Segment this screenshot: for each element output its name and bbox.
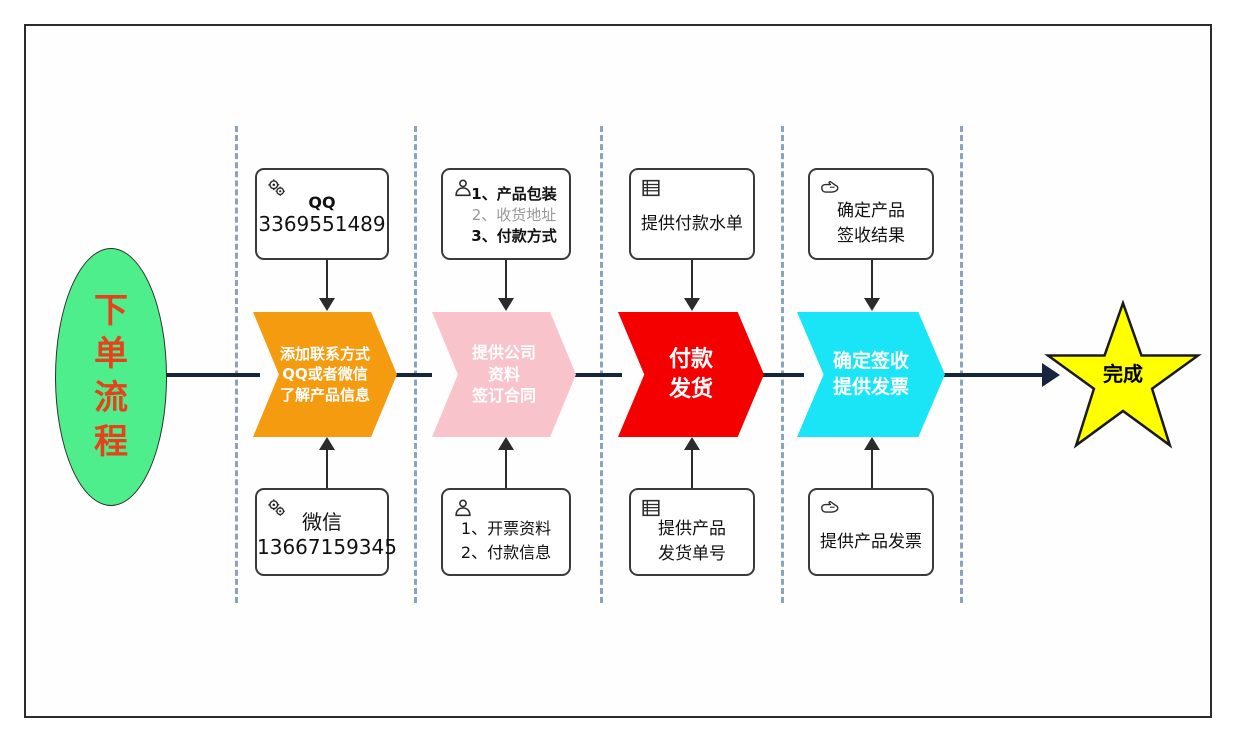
connector-stage-3-bottom <box>691 450 693 490</box>
connector-arrow-stage-2-top <box>498 298 514 311</box>
stage-2-line-3: 签订合同 <box>471 386 536 406</box>
stage-separator-5 <box>960 126 963 603</box>
note-line: 1、开票资料 <box>460 519 552 538</box>
note-line: 13667159345 <box>257 534 397 559</box>
note-line: QQ <box>308 192 336 212</box>
start-char-1: 下 <box>94 290 128 331</box>
flow-line-3-4 <box>756 373 804 377</box>
connector-stage-4-top <box>871 260 873 302</box>
note-stage-1-top[interactable]: QQ 3369551489 <box>255 168 389 260</box>
page-frame <box>24 24 1212 718</box>
connector-stage-1-bottom <box>326 450 328 490</box>
note-line: 3369551489 <box>258 211 386 236</box>
note-line: 发货单号 <box>658 544 726 564</box>
flow-line-1-2 <box>390 373 432 377</box>
flow-arrowhead-finish <box>1042 363 1060 387</box>
finish-node-label: 完成 <box>1103 362 1143 386</box>
list-document-icon <box>642 179 660 197</box>
note-line: 1、产品包装 <box>471 184 557 203</box>
stage-separator-2 <box>414 126 417 603</box>
stage-2-line-2: 资料 <box>487 364 520 384</box>
connector-arrow-stage-1-top <box>319 298 335 311</box>
start-node-label: 下 单 流 程 <box>94 290 128 464</box>
start-char-2: 单 <box>94 334 128 375</box>
note-stage-2-top[interactable]: 1、产品包装 2、收货地址 3、付款方式 <box>441 168 571 260</box>
flow-line-2-3 <box>570 373 622 377</box>
note-stage-1-bottom[interactable]: 微信 13667159345 <box>255 488 397 576</box>
connector-stage-3-top <box>691 260 693 302</box>
stage-1-line-3: 了解产品信息 <box>279 385 370 404</box>
gears-icon <box>268 499 285 516</box>
connector-stage-2-bottom <box>505 450 507 490</box>
note-stage-3-top[interactable]: 提供付款水单 <box>629 168 755 260</box>
person-icon <box>455 499 471 517</box>
connector-arrow-stage-3-top <box>684 298 700 311</box>
list-document-icon <box>642 499 660 517</box>
stage-1-line-2: QQ或者微信 <box>282 365 368 384</box>
stage-separator-3 <box>600 126 603 603</box>
note-line: 签收结果 <box>837 226 905 246</box>
start-node[interactable]: 下 单 流 程 <box>55 248 167 506</box>
note-stage-4-top-text: 确定产品 签收结果 <box>810 182 932 246</box>
connector-stage-1-top <box>326 260 328 302</box>
pointing-hand-icon <box>821 181 839 193</box>
note-stage-4-bottom-text: 提供产品发票 <box>810 513 932 552</box>
note-line: 确定产品 <box>837 201 905 221</box>
note-stage-4-bottom[interactable]: 提供产品发票 <box>808 488 934 576</box>
note-line: 2、付款信息 <box>460 543 552 562</box>
note-stage-3-top-text: 提供付款水单 <box>631 195 753 234</box>
stage-3-line-1: 付款 <box>668 347 713 373</box>
pointing-hand-icon <box>821 501 839 513</box>
connector-arrow-stage-4-top <box>864 298 880 311</box>
stage-4-line-1: 确定签收 <box>832 350 909 373</box>
person-icon <box>455 179 471 197</box>
connector-arrow-stage-2-bottom <box>498 437 514 450</box>
note-stage-4-top[interactable]: 确定产品 签收结果 <box>808 168 934 260</box>
star-icon <box>1044 299 1202 449</box>
connector-stage-4-bottom <box>871 450 873 490</box>
note-line: 提供产品 <box>658 519 726 539</box>
stage-4-line-2: 提供发票 <box>832 375 909 398</box>
connector-stage-2-top <box>505 260 507 302</box>
flow-line-4-finish <box>940 373 1050 377</box>
note-stage-2-bottom-text: 1、开票资料 2、付款信息 <box>443 501 569 563</box>
note-line: 2、收货地址 <box>471 205 557 224</box>
note-stage-3-bottom-text: 提供产品 发货单号 <box>631 500 753 564</box>
note-stage-3-bottom[interactable]: 提供产品 发货单号 <box>629 488 755 576</box>
stage-3-line-2: 发货 <box>668 376 713 402</box>
flow-line-start <box>163 373 260 377</box>
note-line: 微信 <box>302 509 342 534</box>
note-stage-2-bottom[interactable]: 1、开票资料 2、付款信息 <box>441 488 571 576</box>
note-stage-1-top-text: QQ 3369551489 <box>257 193 387 236</box>
finish-node[interactable]: 完成 <box>1044 299 1202 450</box>
connector-arrow-stage-1-bottom <box>319 437 335 450</box>
note-line: 3、付款方式 <box>471 226 557 245</box>
start-char-3: 流 <box>94 378 128 418</box>
note-line: 提供付款水单 <box>641 213 743 234</box>
gears-icon <box>268 179 285 196</box>
connector-arrow-stage-3-bottom <box>684 437 700 450</box>
stage-separator-1 <box>235 126 238 603</box>
note-stage-2-top-text: 1、产品包装 2、收货地址 3、付款方式 <box>443 183 569 246</box>
start-char-4: 程 <box>94 421 128 462</box>
stage-separator-4 <box>781 126 784 603</box>
stage-2-line-1: 提供公司 <box>471 343 536 363</box>
note-stage-1-bottom-text: 微信 13667159345 <box>257 506 397 559</box>
note-line: 提供产品发票 <box>820 531 922 552</box>
connector-arrow-stage-4-bottom <box>864 437 880 450</box>
stage-1-line-1: 添加联系方式 <box>279 345 370 364</box>
